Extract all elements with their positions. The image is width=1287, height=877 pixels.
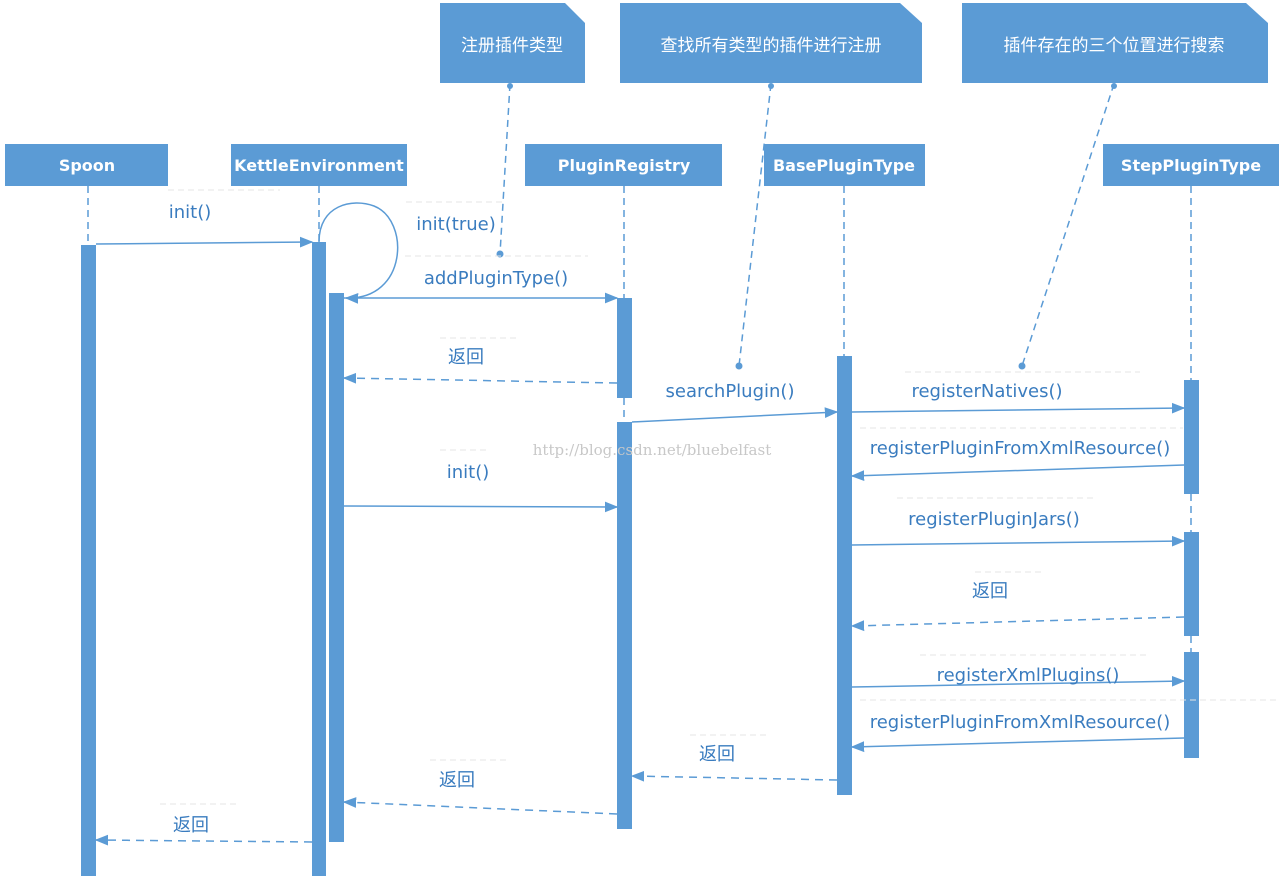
msg-register-from-xml-1: [850, 464, 1185, 481]
note-connector-dots: [496, 83, 1117, 370]
activation-bars: [81, 242, 1199, 876]
lifeline-lines: [87, 186, 1192, 652]
return-arrows: [94, 372, 1185, 846]
note-three-locations-text: 插件存在的三个位置进行搜索: [1004, 36, 1225, 56]
self-call-loop: [318, 202, 399, 304]
msg-registry-init: [343, 501, 619, 513]
call-arrows: [95, 236, 1186, 753]
note-find-all-types-text: 查找所有类型的插件进行注册: [661, 36, 882, 56]
lifeline-plugin-registry-label: PluginRegistry: [558, 156, 691, 175]
label-spoon-init: init(): [169, 202, 212, 223]
msg-register-plugin-jars: [851, 535, 1186, 547]
msg-register-xml-plugins: [851, 675, 1186, 688]
ret-base-to-registry: [630, 770, 838, 782]
label-return-3: 返回: [699, 744, 735, 765]
activation-registry-1: [617, 298, 632, 398]
note-register-plugin-types: 注册插件类型: [440, 3, 585, 83]
label-register-natives: registerNatives(): [911, 381, 1062, 402]
label-register-plugin-jars: registerPluginJars(): [908, 509, 1080, 530]
watermark: http://blog.csdn.net/bluebelfast: [533, 441, 771, 459]
msg-spoon-init: [95, 236, 314, 248]
lifeline-step-plugin-type: StepPluginType: [1103, 144, 1279, 186]
label-guides: [160, 189, 1280, 805]
label-register-xml-plugins: registerXmlPlugins(): [937, 665, 1120, 686]
activation-kettle-outer: [312, 242, 326, 876]
msg-search-plugin: [631, 407, 839, 423]
label-return-2: 返回: [972, 581, 1008, 602]
lifeline-step-plugin-type-label: StepPluginType: [1121, 156, 1261, 175]
label-register-from-xml-2: registerPluginFromXmlResource(): [870, 712, 1171, 733]
lifeline-base-plugin-type-label: BasePluginType: [773, 156, 915, 175]
label-add-plugin-type: addPluginType(): [424, 268, 568, 289]
label-init-true: init(true): [416, 214, 495, 235]
label-registry-init: init(): [447, 462, 490, 483]
lifeline-base-plugin-type: BasePluginType: [764, 144, 925, 186]
activation-kettle-inner: [329, 293, 344, 842]
activation-base-plugin-type: [837, 356, 852, 795]
activation-registry-2: [617, 422, 632, 829]
ret-step-to-base: [850, 616, 1185, 632]
msg-register-from-xml-2: [850, 737, 1185, 753]
activation-step-3: [1184, 652, 1199, 758]
ret-registry-to-kettle-2: [342, 797, 618, 815]
note-three-locations: 插件存在的三个位置进行搜索: [962, 3, 1268, 83]
lifeline-spoon-label: Spoon: [59, 156, 115, 175]
lifeline-kettle-environment-label: KettleEnvironment: [234, 156, 404, 175]
activation-spoon: [81, 245, 96, 876]
label-search-plugin: searchPlugin(): [666, 381, 795, 402]
ret-registry-to-kettle-1: [342, 372, 618, 384]
label-register-from-xml-1: registerPluginFromXmlResource(): [870, 438, 1171, 459]
activation-step-2: [1184, 532, 1199, 636]
activation-step-1: [1184, 380, 1199, 494]
note-connectors: [499, 83, 1115, 367]
note-register-plugin-types-text: 注册插件类型: [461, 36, 563, 56]
msg-register-natives: [851, 402, 1186, 414]
label-return-5: 返回: [173, 815, 209, 836]
ret-kettle-to-spoon: [94, 834, 313, 846]
lifeline-plugin-registry: PluginRegistry: [525, 144, 722, 186]
lifeline-kettle-environment: KettleEnvironment: [231, 144, 407, 186]
message-labels: init() init(true) addPluginType() 返回 sea…: [169, 202, 1171, 836]
label-return-4: 返回: [439, 770, 475, 791]
note-find-all-types: 查找所有类型的插件进行注册: [620, 3, 922, 83]
lifeline-spoon: Spoon: [5, 144, 168, 186]
label-return-1: 返回: [448, 347, 484, 368]
